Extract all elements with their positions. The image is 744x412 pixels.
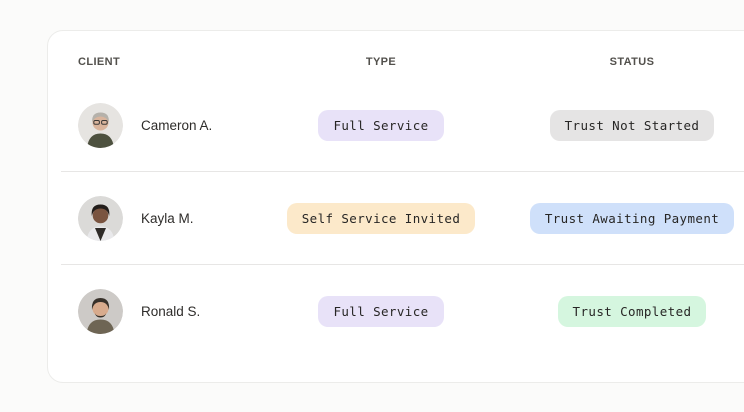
client-cell: Kayla M. xyxy=(78,195,266,241)
column-header-status: STATUS xyxy=(609,56,655,68)
table-row-ronald[interactable]: Ronald S. Full Service Trust Completed xyxy=(48,265,744,357)
table-header-row: CLIENT TYPE STATUS xyxy=(48,31,744,79)
avatar-kayla xyxy=(78,195,123,241)
type-cell: Full Service xyxy=(266,109,496,141)
client-cell: Ronald S. xyxy=(78,288,266,334)
status-badge: Trust Not Started xyxy=(549,109,715,141)
column-header-client: CLIENT xyxy=(78,56,121,68)
type-badge: Full Service xyxy=(318,109,444,141)
table-row-kayla[interactable]: Kayla M. Self Service Invited Trust Awai… xyxy=(48,172,744,264)
status-cell: Trust Awaiting Payment xyxy=(517,202,744,234)
table-row-cameron[interactable]: Cameron A. Full Service Trust Not Starte… xyxy=(48,79,744,171)
avatar-ronald xyxy=(78,288,123,334)
column-header-type: TYPE xyxy=(365,56,397,68)
avatar-cameron xyxy=(78,102,123,148)
type-badge: Full Service xyxy=(318,295,444,327)
client-name: Ronald S. xyxy=(141,303,201,319)
client-cell: Cameron A. xyxy=(78,102,266,148)
status-cell: Trust Not Started xyxy=(517,109,744,141)
client-name: Cameron A. xyxy=(141,117,213,133)
type-badge: Self Service Invited xyxy=(286,202,476,234)
client-name: Kayla M. xyxy=(141,210,194,226)
type-cell: Full Service xyxy=(266,295,496,327)
row-divider xyxy=(61,171,744,172)
type-cell: Self Service Invited xyxy=(266,202,496,234)
clients-table-card: CLIENT TYPE STATUS Cameron A. Full Servi… xyxy=(47,30,744,383)
status-badge: Trust Awaiting Payment xyxy=(529,202,735,234)
row-divider xyxy=(61,264,744,265)
status-badge: Trust Completed xyxy=(557,295,707,327)
status-cell: Trust Completed xyxy=(517,295,744,327)
